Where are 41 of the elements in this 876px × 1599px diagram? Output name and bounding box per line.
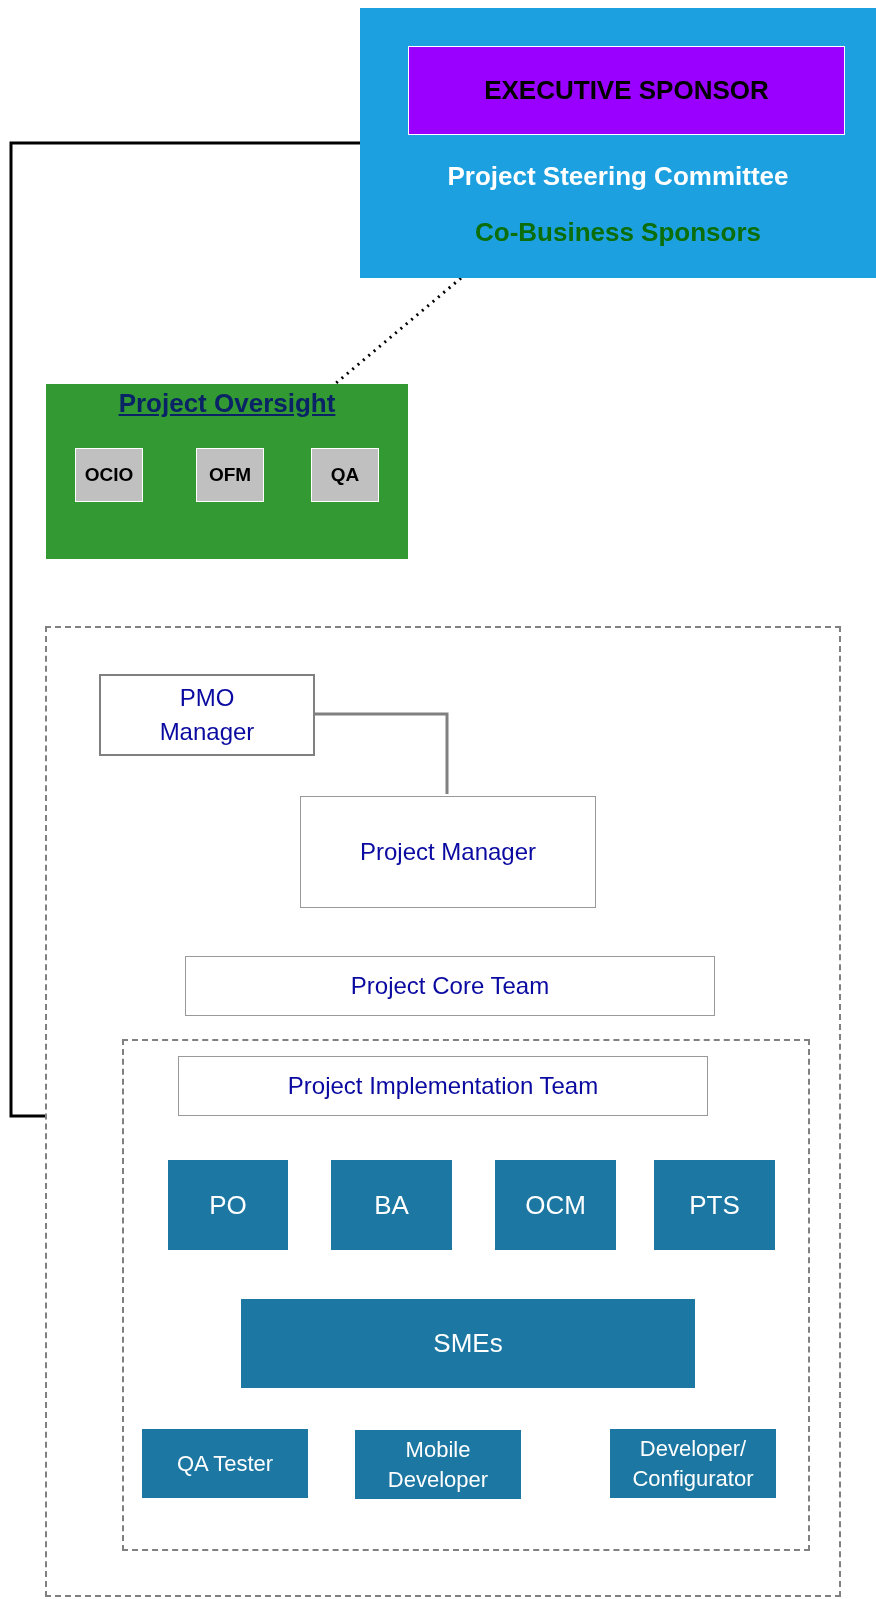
role-box (99, 674, 315, 756)
sponsor-box (408, 46, 845, 135)
role-box (495, 1160, 616, 1250)
agency-label: OFM (208, 462, 252, 487)
committee-label: Project Steering Committee (447, 160, 789, 192)
team-boundary (122, 1039, 810, 1551)
role-box (185, 956, 715, 1016)
role-label: BA (374, 1188, 409, 1222)
role-box (168, 1160, 288, 1250)
dotted-connector (334, 276, 462, 386)
panel-title: Project Oversight (118, 387, 336, 420)
role-label: Mobile Developer (386, 1435, 490, 1494)
role-label: QA Tester (176, 1449, 274, 1478)
role-box (654, 1160, 775, 1250)
role-label: Project Manager (359, 837, 537, 867)
team-boundary (45, 626, 841, 1597)
role-box (331, 1160, 452, 1250)
committee-label: Co-Business Sponsors (474, 216, 762, 248)
role-box (300, 796, 596, 908)
committee-box (360, 8, 876, 278)
role-box (241, 1299, 695, 1388)
role-label: SMEs (433, 1327, 503, 1360)
agency-label: OCIO (84, 462, 134, 487)
role-box (610, 1429, 776, 1498)
connector-line (9, 141, 360, 1118)
agency-box (311, 448, 379, 502)
role-label: PMO Manager (158, 683, 256, 747)
oversight-panel (46, 384, 408, 559)
sponsor-label: EXECUTIVE SPONSOR (484, 74, 769, 107)
role-label: PO (209, 1188, 247, 1222)
role-label: PTS (689, 1188, 740, 1222)
role-label: Project Implementation Team (287, 1071, 599, 1101)
role-box (178, 1056, 708, 1116)
agency-box (196, 448, 264, 502)
agency-label: QA (330, 462, 360, 487)
role-label: Project Core Team (350, 971, 550, 1001)
role-label: Developer/ Configurator (631, 1434, 755, 1493)
agency-box (75, 448, 143, 502)
role-box (142, 1429, 308, 1498)
role-box (355, 1430, 521, 1499)
role-label: OCM (525, 1188, 586, 1222)
